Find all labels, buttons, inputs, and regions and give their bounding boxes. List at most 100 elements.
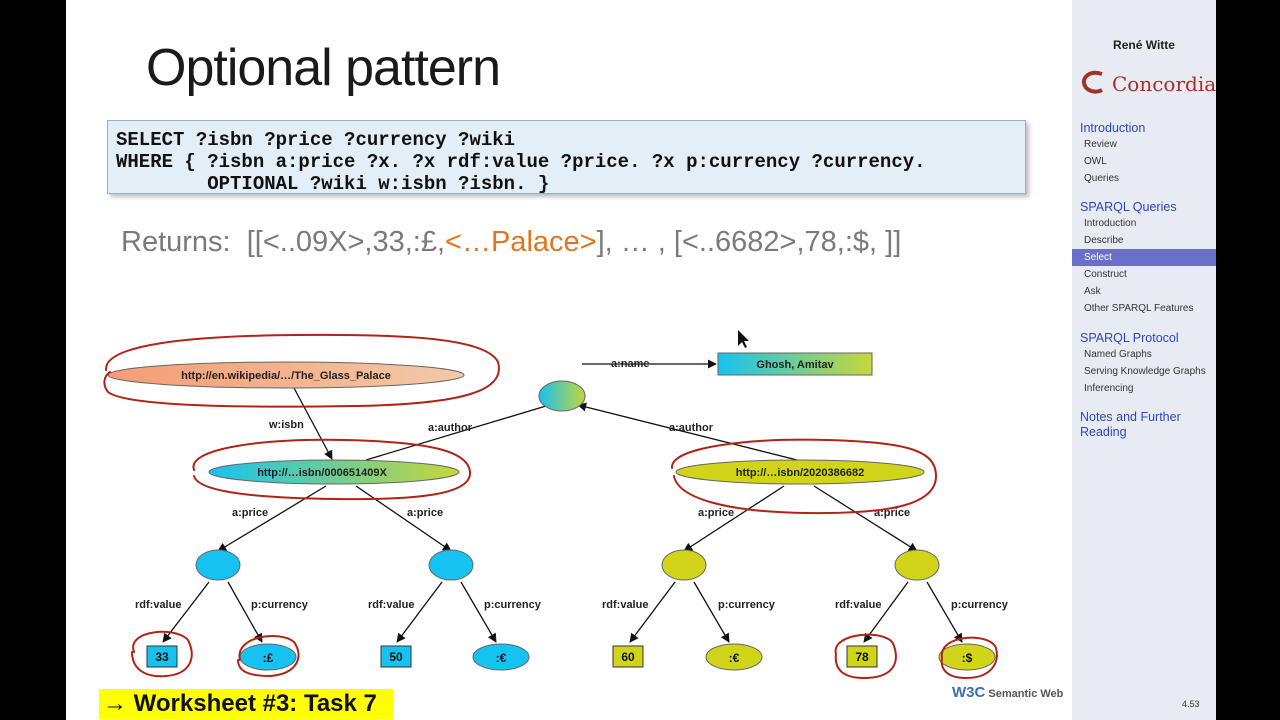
sidebar-section-title[interactable]: SPARQL Protocol <box>1080 331 1179 345</box>
rdf-graph-diagram: http://en.wikipedia/…/The_Glass_Palace G… <box>103 330 1009 680</box>
edge-label-curr-2: p:currency <box>484 599 542 611</box>
annotation-circle-33 <box>131 630 193 678</box>
edge-label-value-4: rdf:value <box>835 599 881 611</box>
edge-label-name: a:name <box>611 358 650 370</box>
edge-label-curr-4: p:currency <box>951 599 1009 611</box>
annotation-circle-isbn2 <box>670 438 938 515</box>
sidebar-item-construct[interactable]: Construct <box>1084 269 1127 280</box>
edge-curr-4 <box>926 581 963 643</box>
sidebar-item-serving-knowledge-graphs[interactable]: Serving Knowledge Graphs <box>1084 366 1206 377</box>
edge-price-4 <box>813 485 918 552</box>
edge-author-1 <box>365 400 557 461</box>
returns-prefix: Returns: [[<..09X>,33,:£, <box>121 226 446 258</box>
annotation-circle-pound <box>237 635 300 678</box>
wiki-node-label: http://en.wikipedia/…/The_Glass_Palace <box>181 370 391 382</box>
sidebar-section-introduction: Introduction Review OWL Queries <box>1072 121 1216 187</box>
edge-label-curr-1: p:currency <box>251 599 309 611</box>
price-node-1 <box>195 549 241 581</box>
currency-euro-2-label: :€ <box>729 651 740 665</box>
sidebar-item-named-graphs[interactable]: Named Graphs <box>1084 349 1152 360</box>
edge-isbn <box>293 387 333 460</box>
edge-label-curr-3: p:currency <box>718 599 776 611</box>
slide-title: Optional pattern <box>146 39 501 97</box>
isbn1-node <box>208 459 460 485</box>
concordia-logo-icon <box>1081 70 1103 94</box>
edge-label-author-1: a:author <box>428 422 473 434</box>
sidebar-item-select[interactable]: Select <box>1072 249 1216 266</box>
edge-price-1 <box>217 485 327 552</box>
edge-price-3 <box>683 485 785 552</box>
returns-suffix: ], … , [<..6682>,78,:$, ]] <box>596 226 902 258</box>
annotation-circle-dollar <box>940 636 998 680</box>
edge-curr-2 <box>460 581 497 643</box>
edge-label-price-3: a:price <box>698 507 734 519</box>
slide-main: Optional pattern SELECT ?isbn ?price ?cu… <box>66 0 1072 720</box>
sidebar-item-ask[interactable]: Ask <box>1084 286 1101 297</box>
value-node-33 <box>146 645 178 668</box>
sidebar-section-notes: Notes and Further Reading <box>1072 410 1216 440</box>
worksheet-note: → Worksheet #3: Task 7 <box>99 689 393 719</box>
author-name-label: Ghosh, Amitav <box>756 359 834 371</box>
sidebar-item-owl[interactable]: OWL <box>1084 156 1107 167</box>
currency-node-dollar <box>938 643 996 671</box>
author-blank-node <box>538 380 586 412</box>
currency-dollar-label: :$ <box>962 651 973 665</box>
edge-value-2 <box>396 581 443 643</box>
sidebar-item-describe[interactable]: Describe <box>1084 235 1124 246</box>
edge-label-isbn: w:isbn <box>268 419 304 431</box>
sidebar-section-title[interactable]: Notes and Further Reading <box>1080 410 1181 439</box>
sidebar: René Witte Concordia Introduction Review… <box>1072 0 1216 720</box>
sidebar-item-inferencing[interactable]: Inferencing <box>1084 383 1134 394</box>
sidebar-section-title[interactable]: SPARQL Queries <box>1080 200 1177 214</box>
value-60-label: 60 <box>621 650 635 664</box>
price-node-4 <box>894 549 940 581</box>
sidebar-item-review[interactable]: Review <box>1084 139 1117 150</box>
code-line: WHERE { ?isbn a:price ?x. ?x rdf:value ?… <box>116 151 926 173</box>
page-number: 4.53 <box>1182 699 1200 709</box>
code-line: SELECT ?isbn ?price ?currency ?wiki <box>116 129 516 151</box>
edge-price-2 <box>355 485 452 552</box>
edge-curr-1 <box>227 581 263 643</box>
author-name-node <box>717 352 873 376</box>
sidebar-item-introduction[interactable]: Introduction <box>1084 218 1137 229</box>
currency-node-euro-2 <box>705 643 763 671</box>
currency-node-euro-1 <box>472 643 530 671</box>
value-50-label: 50 <box>389 650 403 664</box>
w3c-semantic-web-logo: W3C Semantic Web <box>952 684 1063 701</box>
value-78-label: 78 <box>855 650 869 664</box>
returns-highlight: <…Palace> <box>445 226 597 258</box>
edge-curr-3 <box>693 581 730 643</box>
annotation-circle-isbn1 <box>192 438 472 501</box>
value-33-label: 33 <box>155 650 169 664</box>
currency-pound-label: :£ <box>263 651 274 665</box>
edge-value-4 <box>863 581 909 643</box>
edge-author-2 <box>577 402 802 462</box>
edge-label-price-2: a:price <box>407 507 443 519</box>
value-node-50 <box>380 645 412 668</box>
price-node-2 <box>428 549 474 581</box>
edge-label-value-3: rdf:value <box>602 599 648 611</box>
price-node-3 <box>661 549 707 581</box>
annotation-circle-78 <box>834 633 897 680</box>
university-logo: Concordia <box>1080 64 1216 100</box>
edge-label-value-2: rdf:value <box>368 599 414 611</box>
returns-line: Returns: [[<..09X>,33,:£,<…Palace>], … ,… <box>121 226 901 259</box>
edge-value-3 <box>629 581 676 643</box>
value-node-60 <box>612 645 644 668</box>
semantic-web-logo-text: Semantic Web <box>988 688 1064 700</box>
sidebar-item-other-features[interactable]: Other SPARQL Features <box>1084 303 1194 314</box>
sidebar-section-sparql-queries: SPARQL Queries Introduction Describe Sel… <box>1072 200 1216 317</box>
sidebar-item-queries[interactable]: Queries <box>1084 173 1120 184</box>
sidebar-section-title[interactable]: Introduction <box>1080 121 1146 135</box>
slide: Optional pattern SELECT ?isbn ?price ?cu… <box>66 0 1216 720</box>
author-name: René Witte <box>1113 38 1175 52</box>
mouse-cursor-icon <box>738 330 749 348</box>
edge-label-price-1: a:price <box>232 507 268 519</box>
edge-label-author-2: a:author <box>669 422 714 434</box>
isbn2-node <box>675 459 925 485</box>
sidebar-section-sparql-protocol: SPARQL Protocol Named Graphs Serving Kno… <box>1072 331 1216 397</box>
edge-label-value-1: rdf:value <box>135 599 181 611</box>
isbn2-label: http://…isbn/2020386682 <box>736 467 864 479</box>
currency-euro-1-label: :€ <box>496 651 507 665</box>
